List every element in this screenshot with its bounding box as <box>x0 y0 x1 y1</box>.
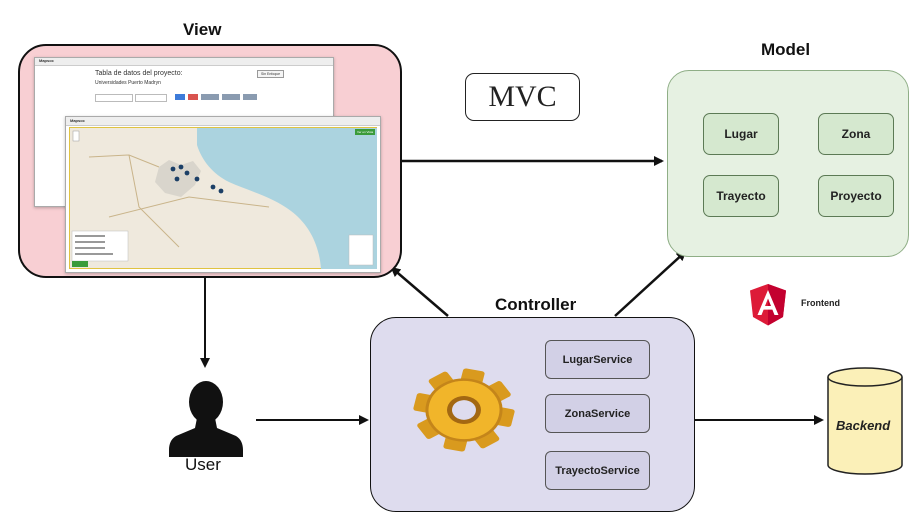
back-input-1 <box>95 94 133 102</box>
model-item-zona: Zona <box>818 113 894 155</box>
front-navbar <box>66 117 380 126</box>
service-zona: ZonaService <box>545 394 650 433</box>
frontend-label: Frontend <box>801 298 840 308</box>
service-lugar: LugarService <box>545 340 650 379</box>
controller-title: Controller <box>495 295 577 314</box>
map-view-button: Ver en Vista <box>355 129 376 135</box>
model-item-lugar: Lugar <box>703 113 779 155</box>
back-btn-red <box>188 94 198 100</box>
database-cylinder-icon <box>827 367 903 475</box>
map-view <box>69 127 377 269</box>
back-corner-button: Sin Enfoque <box>257 70 285 78</box>
angular-logo-icon <box>750 284 786 326</box>
view-title: View <box>183 20 222 39</box>
back-btn-gray-2 <box>222 94 240 100</box>
service-trayecto: TrayectoService <box>545 451 650 490</box>
user-silhouette-icon <box>169 381 243 457</box>
back-brand: Mapsoc <box>39 58 54 63</box>
gear-icon <box>413 368 515 452</box>
back-navbar <box>35 58 333 66</box>
back-btn-gray-3 <box>243 94 257 100</box>
user-label: User <box>185 455 221 474</box>
back-input-2 <box>135 94 167 102</box>
back-table-title: Tabla de datos del proyecto: <box>95 70 183 77</box>
model-item-trayecto: Trayecto <box>703 175 779 217</box>
mvc-label: MVC <box>465 73 580 121</box>
app-screenshot-front: Mapsoc Ver en Vista <box>65 116 381 273</box>
model-container <box>667 70 909 257</box>
back-btn-gray-1 <box>201 94 219 100</box>
controller-to-model-arrow <box>614 250 687 317</box>
model-item-proyecto: Proyecto <box>818 175 894 217</box>
back-table-subtitle: Universidades Puerto Madryn <box>95 80 161 86</box>
model-title: Model <box>761 40 811 59</box>
controller-to-view-arrow <box>390 266 449 317</box>
front-brand: Mapsoc <box>70 118 85 123</box>
back-btn-blue <box>175 94 185 100</box>
backend-label: Backend <box>836 418 891 433</box>
